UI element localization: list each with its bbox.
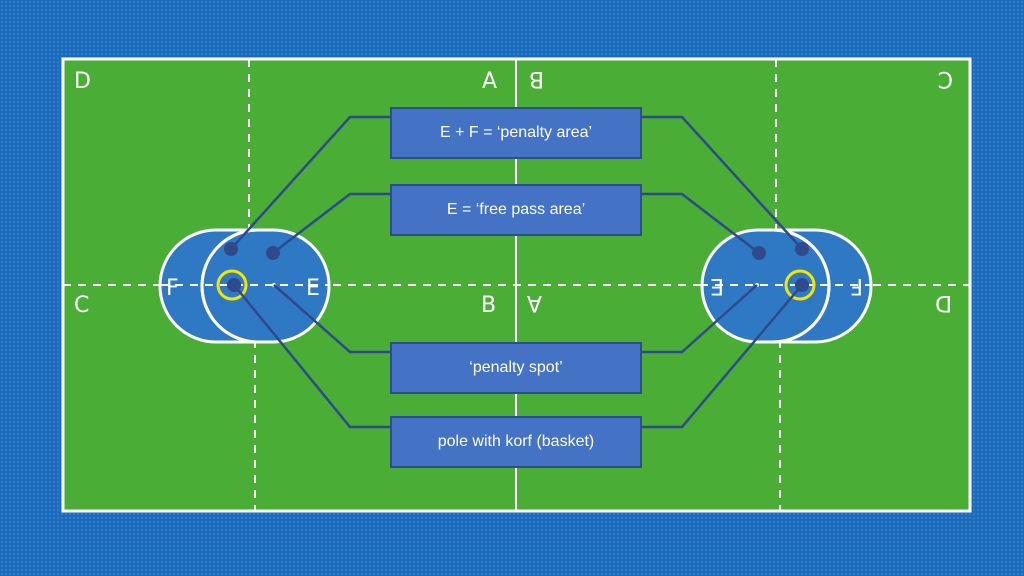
zone-letter-mid-left: C [74,293,89,318]
zone-letter-right-inner-area: E [710,273,724,298]
zone-letter-left-inner-area: E [306,276,320,301]
zone-letter-mid-center-right: A [527,290,542,315]
connector-free-pass-right [642,192,760,254]
zone-letter-top-center-left: A [482,69,497,94]
zone-letter-mid-right: D [935,290,952,315]
pole-with-korf-label: pole with korf (basket) [390,416,642,468]
free-pass-area-label: E = ‘free pass area’ [390,184,642,236]
connector-pole-left [233,284,390,429]
connector-penalty-area-right [642,115,803,250]
connector-free-pass-left [272,192,390,254]
connector-pole-right [642,284,803,429]
left-korf-ring [216,269,248,301]
right-korf-ring [784,269,816,301]
zone-letter-mid-center-left: B [481,293,496,318]
zone-letter-top-left: D [74,69,91,94]
penalty-spot-label: ‘penalty spot’ [390,342,642,394]
left-area-divider [200,228,259,344]
zone-letter-top-center-right: B [529,66,544,91]
connector-penalty-area-left [230,115,390,250]
penalty-area-label: E + F = ‘penalty area’ [390,107,642,159]
zone-letter-right-outer-area: F [850,273,863,298]
right-area-divider [772,228,831,344]
connector-penalty-spot-left [273,284,390,354]
connector-penalty-spot-right [642,284,758,354]
zone-letter-left-outer-area: F [166,276,179,301]
zone-letter-top-right: C [938,66,953,91]
